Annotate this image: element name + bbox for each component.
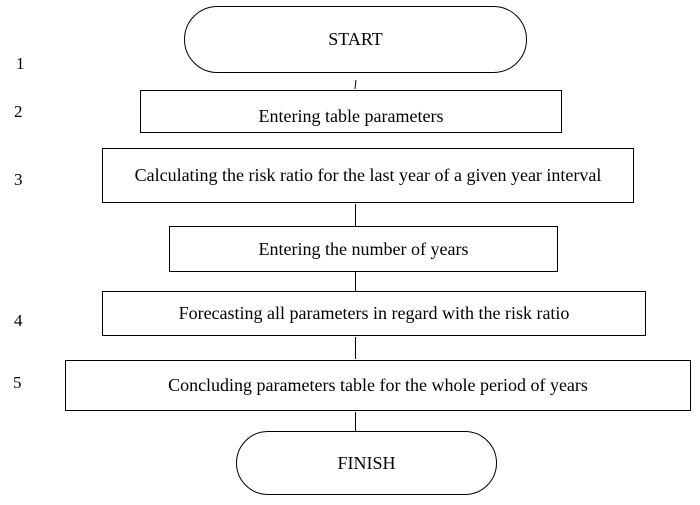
finish-label: FINISH xyxy=(337,452,396,473)
start-label: START xyxy=(328,29,383,49)
process-label-calculating-risk-ratio: Calculating the risk ratio for the last … xyxy=(134,165,602,185)
connector-start-to-parameters xyxy=(354,79,357,90)
process-label-forecasting-parameters: Forecasting all parameters in regard wit… xyxy=(178,303,570,323)
process-label-concluding-parameters-table: Concluding parameters table for the whol… xyxy=(168,375,588,395)
process-calculating-risk-ratio: Calculating the risk ratio for the last … xyxy=(102,148,634,203)
process-label-entering-number-of-years: Entering the number of years xyxy=(258,238,469,259)
connector-concluding-to-finish xyxy=(355,412,356,432)
process-concluding-parameters-table: Concluding parameters table for the whol… xyxy=(65,360,691,411)
step-number-4: 4 xyxy=(14,311,23,330)
step-number-2: 2 xyxy=(14,102,23,121)
process-label-entering-table-parameters: Entering table parameters xyxy=(258,106,444,126)
process-entering-number-of-years: Entering the number of years xyxy=(169,226,558,272)
connector-number-of-years-to-forecasting xyxy=(355,272,356,292)
finish-terminal: FINISH xyxy=(236,431,497,495)
process-forecasting-parameters: Forecasting all parameters in regard wit… xyxy=(102,291,646,336)
step-number-1: 1 xyxy=(16,54,25,73)
connector-forecasting-to-concluding xyxy=(355,337,356,359)
process-entering-table-parameters: Entering table parameters xyxy=(140,90,562,133)
start-terminal: START xyxy=(184,6,527,73)
step-number-3: 3 xyxy=(14,170,23,189)
step-number-5: 5 xyxy=(13,373,22,392)
connector-risk-ratio-to-number-of-years xyxy=(355,204,356,226)
